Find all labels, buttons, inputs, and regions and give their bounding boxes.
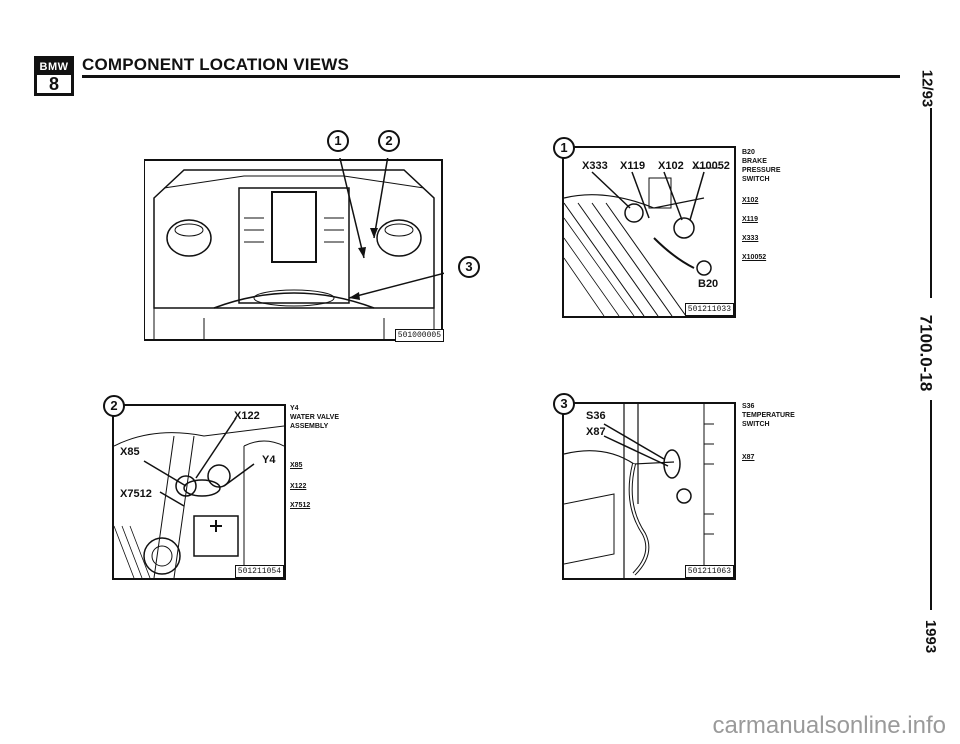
caption-line: BRAKE (742, 158, 767, 165)
caption-line: WATER VALVE (290, 414, 339, 421)
margin-year: 1993 (922, 619, 940, 654)
caption-line: PRESSURE (742, 167, 781, 174)
caption-line: SWITCH (742, 176, 770, 183)
brake-switch-figure: X333 X119 X102 X10052 B20 501211033 (562, 146, 736, 318)
engine-overview-figure: 501000005 (143, 149, 465, 342)
callout-1: 1 (327, 130, 349, 152)
callout-2: 2 (378, 130, 400, 152)
watermark: carmanualsonline.info (712, 712, 946, 739)
callout-3: 3 (553, 393, 575, 415)
label-s36: S36 (586, 410, 606, 422)
margin-date: 12/93 (918, 69, 936, 108)
brake-switch-drawing (563, 167, 722, 317)
label-x119: X119 (620, 160, 646, 172)
label-x122: X122 (234, 410, 260, 422)
figure-id: 501211063 (684, 565, 734, 578)
callout-2: 2 (103, 395, 125, 417)
label-x10052: X10052 (692, 160, 730, 172)
caption-ref: X333 (742, 235, 759, 242)
margin-line-1 (930, 108, 932, 298)
label-y4: Y4 (262, 454, 276, 466)
caption-ref: X102 (742, 197, 759, 204)
page-title: COMPONENT LOCATION VIEWS (82, 55, 350, 74)
label-x333: X333 (582, 160, 608, 172)
caption-title: Y4 (290, 405, 299, 412)
margin-code: 7100.0-18 (916, 314, 936, 392)
label-b20: B20 (698, 278, 719, 290)
temperature-switch-figure: S36 X87 501211063 (562, 402, 736, 580)
label-x85: X85 (120, 446, 140, 458)
figure-id: 501211054 (234, 565, 284, 578)
logo-series: 8 (48, 74, 59, 94)
caption-title: S36 (742, 403, 755, 410)
label-x87: X87 (586, 426, 606, 438)
figure-id: 501000005 (394, 329, 444, 342)
caption-title: B20 (742, 149, 755, 156)
water-valve-drawing (113, 417, 285, 579)
caption-line: ASSEMBLY (290, 423, 329, 430)
title-rule (82, 75, 900, 78)
caption-ref: X10052 (742, 254, 767, 261)
callout-3: 3 (458, 256, 480, 278)
bmw-logo: BMW 8 (34, 56, 74, 96)
temperature-switch-caption: S36 TEMPERATURE SWITCH X87 (742, 402, 795, 462)
water-valve-figure: X122 X85 Y4 X7512 501211054 (112, 404, 286, 580)
label-x7512: X7512 (120, 488, 152, 500)
engine-bay-drawing (143, 149, 465, 341)
brake-switch-caption: B20 BRAKE PRESSURE SWITCH X102 X119 X333… (742, 148, 781, 262)
caption-line: TEMPERATURE (742, 412, 795, 419)
logo-brand: BMW (37, 59, 71, 75)
caption-ref: X85 (290, 462, 303, 469)
margin-line-2 (930, 400, 932, 610)
figure-id: 501211033 (684, 303, 734, 316)
caption-ref: X119 (742, 216, 758, 223)
callout-1: 1 (553, 137, 575, 159)
caption-ref: X122 (290, 483, 307, 490)
caption-ref: X7512 (290, 502, 311, 509)
temperature-switch-drawing (563, 404, 714, 578)
label-x102: X102 (658, 160, 684, 172)
caption-ref: X87 (742, 454, 755, 461)
caption-line: SWITCH (742, 421, 770, 428)
water-valve-caption: Y4 WATER VALVE ASSEMBLY X85 X122 X7512 (290, 404, 339, 510)
